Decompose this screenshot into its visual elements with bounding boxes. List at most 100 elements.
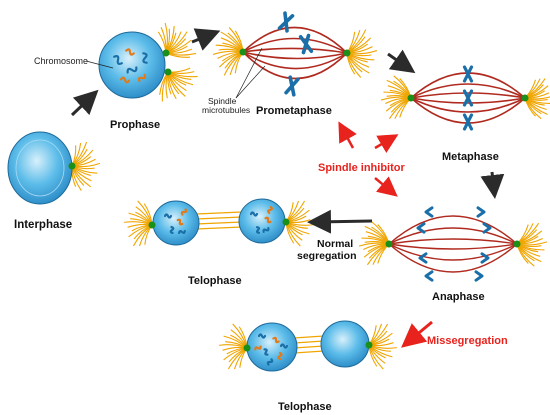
- midbody-microtubule: [195, 226, 243, 230]
- centrosome-icon: [385, 240, 393, 248]
- telophase-bottom-label: Telophase: [278, 401, 332, 413]
- spindle-callout-2: microtubules: [202, 105, 250, 115]
- arrow-metaphase-to-anaphase: [480, 171, 505, 199]
- anaphase-label: Anaphase: [432, 291, 485, 303]
- chromosome-icon: [272, 336, 280, 344]
- chromosome-icon: [169, 225, 175, 235]
- chromosome-icon: [255, 226, 261, 234]
- chromosome-callout: Chromosome: [34, 56, 88, 66]
- spindle-pointer: [235, 65, 266, 99]
- arrow-prometaphase-to-metaphase: [387, 49, 416, 74]
- chromosome-icon: [267, 206, 273, 214]
- midbody-microtubule: [293, 340, 325, 344]
- arrow-prophase-to-prometaphase: [191, 28, 221, 51]
- anaphase-cell: [358, 206, 548, 282]
- chromosome-icon: [284, 75, 300, 97]
- arrow-interphase-to-prophase: [70, 89, 99, 117]
- telophase-missegregation-cell: [219, 320, 397, 372]
- spindle-microtubule: [388, 243, 518, 250]
- chromosome-icon: [462, 89, 474, 107]
- chromatid-icon: [482, 222, 492, 234]
- centrosome-icon: [239, 48, 247, 56]
- arrow-inhibitor-to-prometaphase: [338, 121, 357, 149]
- chromatid-icon: [424, 270, 434, 282]
- interphase-cell: [7, 131, 101, 205]
- chromosome-icon: [462, 113, 474, 131]
- centrosome-icon: [164, 68, 172, 76]
- chromatid-icon: [474, 270, 484, 282]
- chromosome-icon: [277, 351, 283, 361]
- chromosome-icon: [178, 229, 186, 235]
- centrosome-icon: [521, 94, 529, 102]
- centrosome-icon: [243, 344, 251, 352]
- prometaphase-cell: [212, 11, 378, 97]
- midbody-microtubule: [293, 335, 325, 339]
- centrosome-icon: [513, 240, 521, 248]
- chromosome-icon: [163, 213, 173, 219]
- spindle-microtubule: [388, 238, 518, 245]
- chromosome-icon: [180, 208, 188, 216]
- chromosome-icon: [277, 11, 295, 33]
- spindle-microtubule: [410, 97, 526, 104]
- chromatid-icon: [418, 252, 428, 264]
- spindle-microtubule: [410, 83, 526, 99]
- metaphase-label: Metaphase: [442, 151, 499, 163]
- metaphase-cell: [380, 65, 550, 131]
- chromatid-icon: [476, 206, 486, 218]
- chromosome-icon: [262, 226, 270, 234]
- telophase-top-label: Telophase: [188, 275, 242, 287]
- spindle-microtubule: [242, 26, 348, 54]
- chromosome-icon: [254, 345, 262, 351]
- spindle-microtubule: [388, 243, 518, 273]
- telophase-normal-cell: [124, 198, 314, 247]
- chromosome-pointer: [85, 60, 114, 69]
- spindle-microtubule: [410, 97, 526, 113]
- midbody-microtubule: [293, 345, 325, 349]
- arrow-inhibitor-to-anaphase: [374, 176, 398, 197]
- spindle-microtubule: [388, 227, 518, 245]
- chromatid-icon: [424, 206, 434, 218]
- prophase-cell: [98, 22, 198, 102]
- midbody-microtubule: [195, 216, 243, 220]
- chromatid-icon: [416, 222, 426, 234]
- centrosome-icon: [148, 221, 156, 229]
- midbody-microtubule: [293, 350, 325, 354]
- chromosome-icon: [298, 33, 314, 55]
- spindle-microtubule: [242, 51, 348, 70]
- chromatid-icon: [480, 252, 490, 264]
- prometaphase-label: Prometaphase: [256, 105, 332, 117]
- centrosome-icon: [162, 49, 170, 57]
- centrosome-icon: [407, 94, 415, 102]
- spindle-microtubule: [242, 47, 348, 54]
- spindle-microtubule: [242, 51, 348, 60]
- chromosome-icon: [142, 52, 148, 64]
- chromosome-icon: [279, 343, 289, 349]
- normal-segregation-label-2: segregation: [297, 250, 357, 262]
- centrosome-icon: [68, 162, 76, 170]
- centrosome-icon: [282, 218, 290, 226]
- spindle-microtubule: [388, 243, 518, 261]
- missegregation-label: Missegregation: [427, 335, 508, 347]
- arrow-normal-segregation: [307, 209, 373, 234]
- arrow-missegregation: [401, 320, 433, 348]
- spindle-microtubule: [410, 92, 526, 99]
- chromosome-icon: [126, 66, 138, 74]
- arrow-inhibitor-to-metaphase: [374, 134, 399, 153]
- centrosome-icon: [343, 49, 351, 57]
- chromosome-icon: [264, 216, 272, 224]
- chromosome-icon: [263, 348, 269, 356]
- spindle-callout-1: Spindle: [208, 96, 237, 106]
- centrosome-icon: [365, 341, 373, 349]
- chromosome-icon: [176, 218, 184, 226]
- chromosome-icon: [266, 358, 274, 366]
- chromosome-icon: [137, 73, 147, 83]
- prophase-label: Prophase: [110, 119, 160, 131]
- interphase-label: Interphase: [14, 219, 72, 231]
- spindle-microtubule: [242, 37, 348, 54]
- spindle-microtubule: [388, 215, 518, 245]
- spindle-pointer: [235, 47, 263, 99]
- midbody-microtubule: [195, 221, 243, 225]
- chromosome-icon: [113, 55, 123, 65]
